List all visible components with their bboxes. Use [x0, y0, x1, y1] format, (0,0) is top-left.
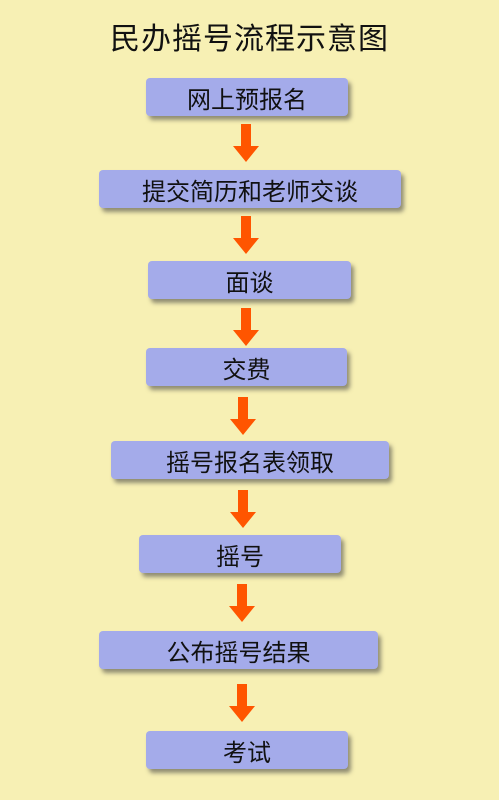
down-arrow-icon: [233, 124, 259, 162]
step-box-2: 提交简历和老师交谈: [99, 170, 401, 208]
step-box-4: 交费: [146, 348, 347, 386]
step-box-7: 公布摇号结果: [99, 631, 378, 669]
step-box-8: 考试: [146, 731, 348, 769]
down-arrow-icon: [233, 216, 259, 254]
down-arrow-icon: [233, 308, 259, 346]
step-box-3: 面谈: [148, 261, 351, 299]
down-arrow-icon: [229, 684, 255, 722]
diagram-title: 民办摇号流程示意图: [110, 22, 389, 57]
step-box-6: 摇号: [139, 535, 341, 573]
step-box-5: 摇号报名表领取: [111, 441, 389, 479]
down-arrow-icon: [230, 397, 256, 435]
down-arrow-icon: [230, 490, 256, 528]
down-arrow-icon: [229, 584, 255, 622]
step-box-1: 网上预报名: [146, 78, 348, 116]
